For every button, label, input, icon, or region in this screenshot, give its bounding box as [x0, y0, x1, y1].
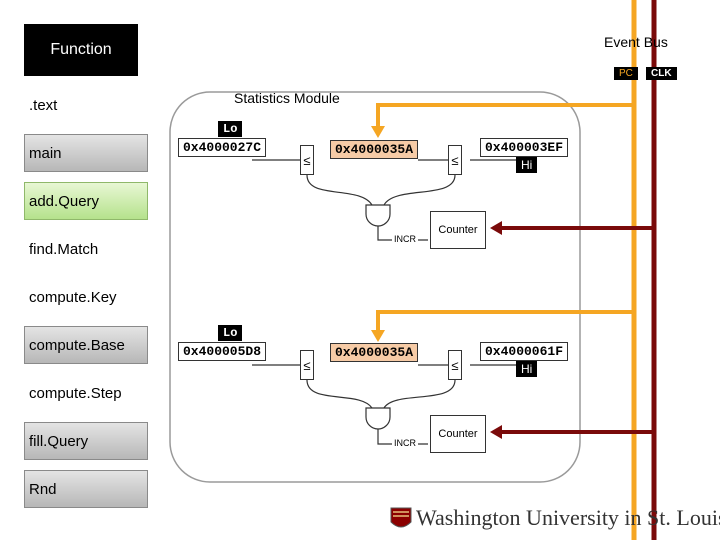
clk-bus-label: CLK — [646, 67, 677, 80]
row1-pc-value: 0x4000035A — [330, 140, 419, 159]
function-item-find-match[interactable]: find.Match — [29, 240, 99, 258]
function-item-add-query[interactable]: add.Query — [24, 182, 148, 220]
row1-lo-value: 0x4000027C — [178, 138, 267, 157]
row1-lo-tag: Lo — [218, 121, 243, 137]
row2-incr-label: INCR — [392, 437, 418, 449]
function-item-compute-step[interactable]: compute.Step — [29, 384, 122, 402]
row1-counter: Counter — [430, 211, 486, 249]
row2-counter-label: Counter — [438, 428, 478, 440]
row1-leq-right: ≤ — [448, 145, 462, 175]
function-item-text[interactable]: .text — [29, 96, 58, 114]
row1-hi-value: 0x400003EF — [480, 138, 569, 157]
row2-lo-tag: Lo — [218, 325, 243, 341]
pc-feed-row1 — [376, 103, 634, 128]
pc-bus-label: PC — [614, 67, 638, 80]
row2-hi-value: 0x4000061F — [480, 342, 569, 361]
university-logo-text: Washington University in St. Louis — [416, 505, 720, 530]
row1-hi-tag: Hi — [516, 157, 538, 173]
university-shield-icon — [390, 507, 412, 528]
function-item-fill-query[interactable]: fill.Query — [24, 422, 148, 460]
event-bus-title: Event Bus — [604, 34, 668, 50]
row1-leq-left: ≤ — [300, 145, 314, 175]
row2-pc-value: 0x4000035A — [330, 343, 419, 362]
row1-incr-label: INCR — [392, 233, 418, 245]
row2-leq-left: ≤ — [300, 350, 314, 380]
function-panel-header: Function — [24, 24, 138, 76]
event-bus-box — [137, 23, 689, 77]
row2-hi-tag: Hi — [516, 361, 538, 377]
statistics-module-frame — [169, 91, 581, 483]
function-item-rnd[interactable]: Rnd — [24, 470, 148, 508]
row2-counter: Counter — [430, 415, 486, 453]
row2-lo-value: 0x400005D8 — [178, 342, 267, 361]
function-item-compute-key[interactable]: compute.Key — [29, 288, 117, 306]
pc-feed-row2 — [376, 310, 634, 332]
function-item-main[interactable]: main — [24, 134, 148, 172]
row2-leq-right: ≤ — [448, 350, 462, 380]
statistics-module-title: Statistics Module — [234, 90, 340, 106]
function-item-compute-base[interactable]: compute.Base — [24, 326, 148, 364]
row1-counter-label: Counter — [438, 224, 478, 236]
